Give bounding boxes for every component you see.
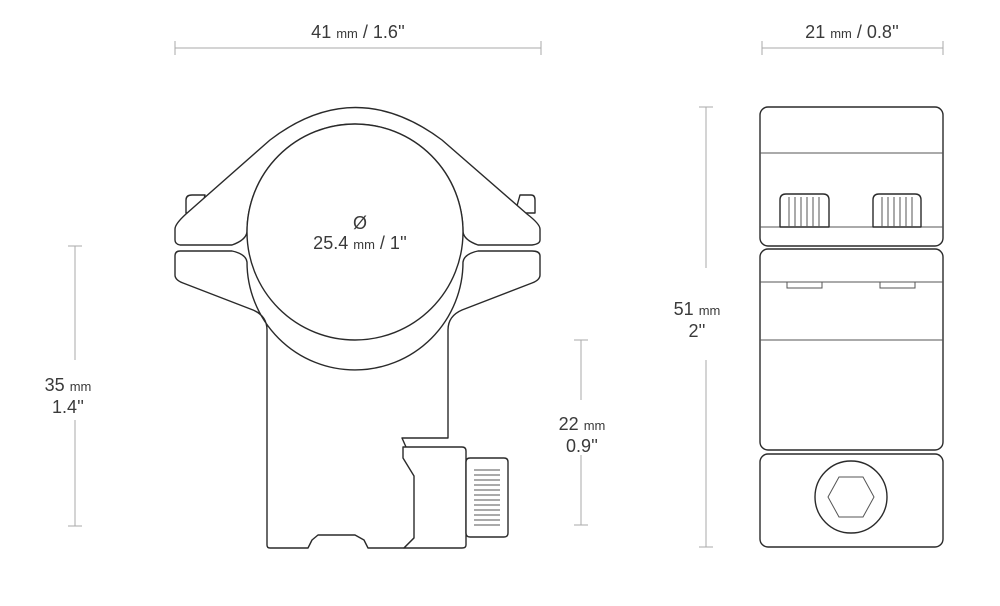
diameter-symbol: Ø bbox=[352, 213, 368, 233]
side-width-unit: mm bbox=[830, 26, 852, 41]
tube-diameter-unit: mm bbox=[353, 237, 375, 252]
front-width-label: 41 mm / 1.6'' bbox=[311, 22, 405, 44]
center-height-imperial: 1.4'' bbox=[52, 397, 84, 417]
center-height-label: 35 mm 1.4'' bbox=[45, 375, 92, 417]
tube-diameter-label: Ø 25.4 mm / 1'' bbox=[313, 213, 407, 255]
side-width-label: 21 mm / 0.8'' bbox=[805, 22, 899, 44]
total-height-value: 51 bbox=[673, 299, 694, 319]
total-height-unit: mm bbox=[698, 303, 721, 318]
front-width-imperial: / 1.6'' bbox=[362, 22, 405, 42]
clamp-height-value: 22 bbox=[558, 414, 579, 434]
hex-bolt bbox=[814, 460, 888, 534]
total-height-imperial: 2'' bbox=[688, 321, 706, 341]
ring-base bbox=[174, 250, 541, 549]
clamp-height-label: 22 mm 0.9'' bbox=[559, 414, 606, 456]
front-width-unit: mm bbox=[336, 26, 358, 41]
tube-diameter-imperial: / 1'' bbox=[379, 233, 407, 253]
clamp-height-imperial: 0.9'' bbox=[566, 436, 598, 456]
side-width-imperial: / 0.8'' bbox=[856, 22, 899, 42]
center-height-value: 35 bbox=[44, 375, 65, 395]
tube-diameter-value: 25.4 bbox=[313, 233, 349, 253]
hex-socket-icon bbox=[827, 476, 875, 518]
side-view bbox=[759, 106, 944, 548]
front-view bbox=[174, 106, 541, 549]
total-height-label: 51 mm 2'' bbox=[674, 299, 721, 341]
clamp-block bbox=[402, 446, 467, 549]
clamp-knob bbox=[465, 457, 509, 538]
center-height-unit: mm bbox=[69, 379, 92, 394]
side-width-value: 21 bbox=[805, 22, 826, 42]
scope-tube-bore bbox=[246, 123, 464, 341]
clamp-height-unit: mm bbox=[583, 418, 606, 433]
front-width-value: 41 bbox=[311, 22, 332, 42]
